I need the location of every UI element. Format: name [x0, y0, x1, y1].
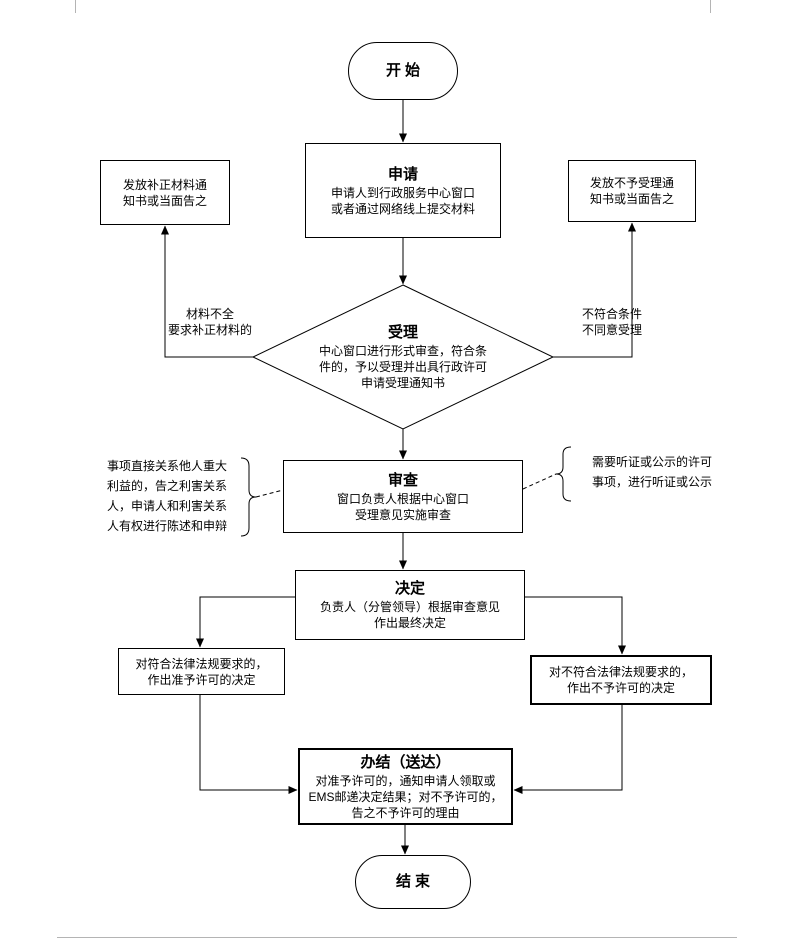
node-supplement-notice-label: 发放补正材料通 知书或当面告之	[122, 177, 207, 208]
node-deny: 对不符合法律法规要求的， 作出不予许可的决定	[530, 655, 712, 705]
edge-deny-complete	[513, 705, 623, 794]
page-margin-mark-top-left	[75, 0, 76, 13]
node-decision-title: 决定	[394, 580, 425, 597]
edge-decision-approve	[196, 596, 295, 648]
note-hearing: 需要听证或公示的许可 事项，进行听证或公示	[591, 455, 712, 489]
node-complete-title: 办结（送达）	[360, 753, 451, 771]
node-start: 开始	[348, 42, 458, 100]
node-apply-title: 申请	[387, 165, 418, 183]
edge-accept-supplement	[161, 225, 253, 358]
node-approve-label: 对符合法律法规要求的， 作出准予许可的决定	[135, 656, 268, 687]
node-decision: 决定 负责人（分管领导）根据审查意见 作出最终决定	[295, 570, 525, 640]
page-bottom-edge	[57, 937, 737, 938]
node-reject-notice-label: 发放不予受理通 知书或当面告之	[589, 176, 674, 206]
stakeholder-note-brace	[240, 457, 257, 537]
hearing-note-dash	[522, 473, 557, 490]
note-stakeholder: 事项直接关系他人重大 利益的，告之利害关系 人，申请人和利害关系 人有权进行陈述…	[106, 459, 227, 533]
node-review: 审查 窗口负责人根据中心窗口 受理意见实施审查	[283, 460, 523, 533]
edge-approve-complete	[199, 695, 298, 794]
edge-label-not-eligible: 不符合条件 不同意受理	[581, 307, 642, 337]
node-start-label: 开始	[385, 62, 424, 79]
node-approve: 对符合法律法规要求的， 作出准予许可的决定	[118, 648, 285, 695]
node-complete: 办结（送达） 对准予许可的，通知申请人领取或 EMS邮递决定结果；对不予许可的，…	[298, 748, 513, 825]
node-reject-notice: 发放不予受理通 知书或当面告之	[568, 160, 696, 222]
node-complete-body: 对准予许可的，通知申请人领取或 EMS邮递决定结果；对不予许可的， 告之不予许可…	[308, 773, 503, 820]
node-review-title: 审查	[387, 471, 418, 489]
edge-label-materials-incomplete: 材料不全 要求补正材料的	[167, 307, 252, 337]
hearing-note-brace	[555, 446, 572, 502]
node-accept-title: 受理	[387, 324, 418, 341]
edge-accept-reject	[553, 222, 636, 358]
node-accept-body: 中心窗口进行形式审查，符合条 件的，予以受理并出具行政许可 申请受理通知书	[318, 344, 487, 390]
edge-decision-deny	[525, 596, 626, 655]
node-end-label: 结束	[395, 873, 434, 890]
node-supplement-notice: 发放补正材料通 知书或当面告之	[100, 160, 230, 225]
node-review-body: 窗口负责人根据中心窗口 受理意见实施审查	[336, 491, 469, 522]
node-apply: 申请 申请人到行政服务中心窗口 或者通过网络线上提交材料	[305, 143, 501, 238]
node-accept: 受理 中心窗口进行形式审查，符合条 件的，予以受理并出具行政许可 申请受理通知书	[278, 300, 528, 414]
node-deny-label: 对不符合法律法规要求的， 作出不予许可的决定	[548, 665, 693, 695]
stakeholder-note-dash	[255, 489, 284, 498]
node-end: 结束	[355, 855, 471, 909]
page-margin-mark-top-right	[710, 0, 711, 13]
node-apply-body: 申请人到行政服务中心窗口 或者通过网络线上提交材料	[330, 185, 475, 216]
node-decision-body: 负责人（分管领导）根据审查意见 作出最终决定	[319, 600, 500, 630]
